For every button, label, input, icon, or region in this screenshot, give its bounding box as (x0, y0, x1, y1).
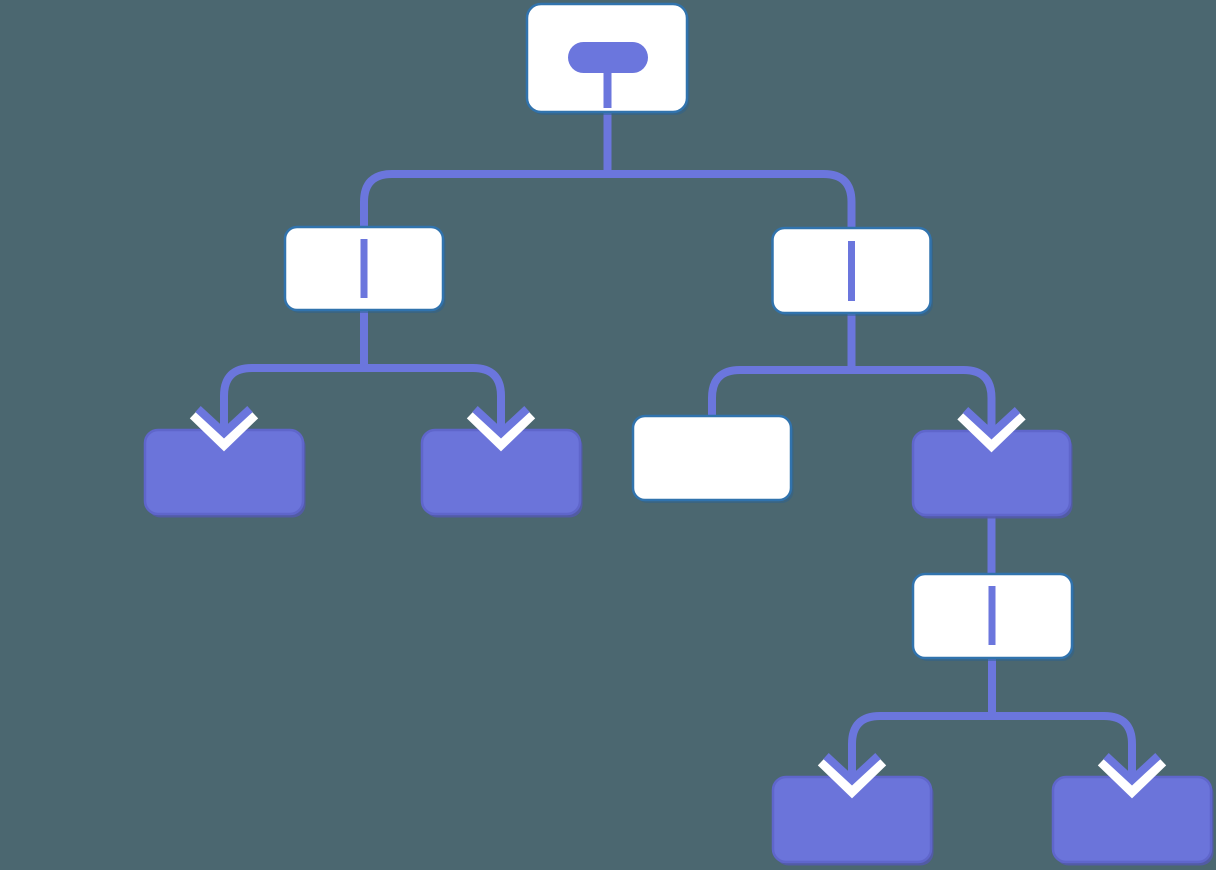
node-root[interactable] (525, 2, 690, 115)
node-branch-right[interactable] (771, 226, 934, 316)
double-chevron-down-icon (189, 406, 259, 452)
edge-left-subtree-branch (220, 364, 505, 432)
divider-bar-icon (360, 239, 368, 298)
double-chevron-down-icon (957, 407, 1026, 453)
double-chevron-down-icon (817, 753, 887, 799)
node-leaf-2[interactable] (420, 428, 583, 518)
node-branch-bottom[interactable] (911, 572, 1075, 661)
node-leaf-4[interactable] (771, 775, 934, 866)
node-merge[interactable] (911, 429, 1073, 519)
edge-bottom-subtree-branch (848, 712, 1136, 780)
divider-bar-icon (988, 586, 996, 645)
double-chevron-down-icon (466, 406, 536, 452)
node-leaf-3-box[interactable] (631, 414, 793, 502)
arrow-markers (189, 406, 1167, 799)
divider-bar-icon (848, 241, 855, 301)
edge-level1-branch (360, 170, 856, 231)
node-leaf-5[interactable] (1051, 775, 1214, 866)
edge-right-subtree-branch (708, 366, 996, 434)
node-branch-left[interactable] (283, 225, 446, 313)
node-leaf-1[interactable] (143, 428, 306, 518)
double-chevron-down-icon (1097, 753, 1167, 799)
node-leaf-3[interactable] (631, 414, 794, 503)
node-stem-icon (568, 42, 648, 108)
nodes (143, 2, 1214, 866)
connectors (220, 110, 1136, 780)
